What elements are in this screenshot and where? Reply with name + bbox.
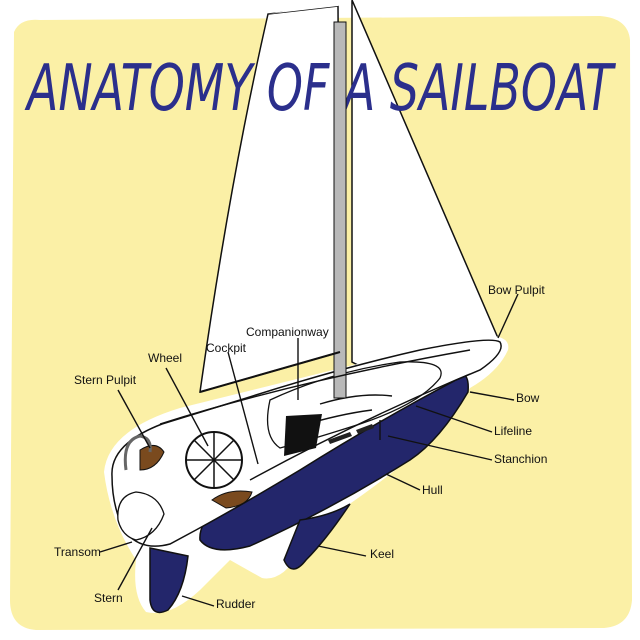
label-stern-pulpit: Stern Pulpit [74,373,137,387]
label-bow: Bow [516,391,540,405]
label-hull: Hull [422,483,443,497]
label-rudder: Rudder [216,597,255,611]
stern-pulpit-rail [123,434,152,471]
wheel-shape [185,431,243,489]
page-title: ANATOMY OF A SAILBOAT [24,52,616,126]
mast [333,21,347,399]
label-keel: Keel [370,547,394,561]
porthole [356,424,374,434]
label-cockpit: Cockpit [206,341,247,355]
label-companionway: Companionway [246,325,329,339]
rudder-shape [149,547,189,614]
label-stern: Stern [94,591,123,605]
label-stanchion: Stanchion [494,452,547,466]
keel-shape [283,503,351,570]
boom [199,351,341,393]
label-bow-pulpit: Bow Pulpit [488,283,545,297]
label-transom: Transom [54,545,101,559]
sails [199,0,500,394]
companionway-hatch [284,414,322,456]
leader-lines [99,293,519,607]
lifeline [159,349,471,425]
cockpit-seat [211,490,253,509]
porthole [328,432,352,444]
label-lifeline: Lifeline [494,424,532,438]
label-wheel: Wheel [148,351,182,365]
lifeline [249,373,471,481]
transom-shape [117,491,165,541]
